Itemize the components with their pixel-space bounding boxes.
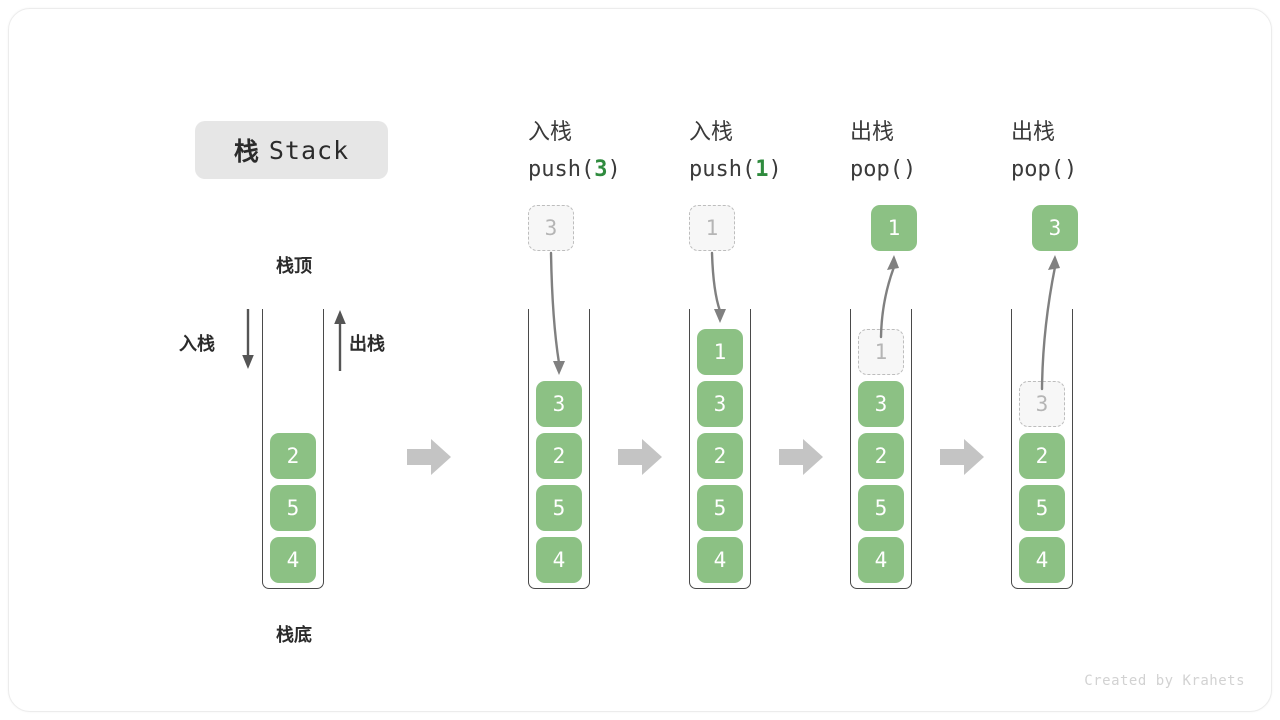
stack-cell: 1 (697, 329, 743, 375)
watermark: Created by Krahets (1084, 673, 1245, 689)
pop-direction-arrow-icon (334, 310, 346, 371)
stack-cell: 4 (697, 537, 743, 583)
step-header-cn: 入栈 (528, 119, 573, 144)
stack-cell: 2 (536, 433, 582, 479)
pop-direction-label: 出栈 (349, 334, 385, 354)
step-header-code: push(1) (689, 157, 782, 182)
stack-cell: 4 (270, 537, 316, 583)
step-header-code: pop() (850, 157, 917, 182)
push-direction-arrow-icon (242, 309, 254, 369)
motion-arrow-icon-push-1 (710, 251, 726, 323)
stack-cell: 3 (858, 381, 904, 427)
stack-container-push-3 (528, 309, 590, 589)
floating-value-push-1: 1 (689, 205, 735, 251)
stack-container-initial (262, 309, 324, 589)
step-header-cn: 出栈 (1011, 119, 1056, 144)
stack-cell: 5 (270, 485, 316, 531)
stack-bottom-label: 栈底 (276, 625, 312, 645)
step-header-code: pop() (1011, 157, 1078, 182)
stack-cell: 5 (858, 485, 904, 531)
stack-cell: 4 (858, 537, 904, 583)
push-direction-label: 入栈 (179, 334, 215, 354)
step-header-arg: 3 (594, 157, 608, 182)
stack-cell: 2 (1019, 433, 1065, 479)
transition-arrow-icon-2 (618, 439, 662, 475)
title-cn: 栈 (233, 138, 259, 166)
motion-arrow-icon-pop-1 (879, 255, 899, 339)
stack-cell: 4 (1019, 537, 1065, 583)
floating-value-pop-1: 1 (871, 205, 917, 251)
step-header-code: push(3) (528, 157, 621, 182)
stack-cell: 2 (270, 433, 316, 479)
stack-container-pop-3 (1011, 309, 1073, 589)
stack-cell: 4 (536, 537, 582, 583)
step-header-cn: 出栈 (850, 119, 895, 144)
stack-cell: 3 (536, 381, 582, 427)
motion-arrow-icon-push-3 (549, 251, 565, 375)
stack-cell: 2 (697, 433, 743, 479)
transition-arrow-icon-4 (940, 439, 984, 475)
transition-arrow-icon-1 (407, 439, 451, 475)
stack-cell: 5 (536, 485, 582, 531)
step-header-pop-3: 出栈 pop() (1011, 113, 1077, 189)
step-header-pop-1: 出栈 pop() (850, 113, 916, 189)
step-header-push-1: 入栈 push(1) (689, 113, 782, 189)
stack-top-label: 栈顶 (276, 256, 312, 276)
transition-arrow-icon-3 (779, 439, 823, 475)
step-header-cn: 入栈 (689, 119, 734, 144)
stack-container-pop-1 (850, 309, 912, 589)
stack-container-push-1 (689, 309, 751, 589)
stack-cell: 3 (697, 381, 743, 427)
stack-cell: 5 (1019, 485, 1065, 531)
diagram-title-badge: 栈 Stack (195, 121, 388, 179)
step-header-push-3: 入栈 push(3) (528, 113, 621, 189)
stack-cell: 5 (697, 485, 743, 531)
title-en: Stack (268, 135, 350, 165)
floating-value-push-3: 3 (528, 205, 574, 251)
motion-arrow-icon-pop-3 (1040, 255, 1060, 391)
floating-value-pop-3: 3 (1032, 205, 1078, 251)
step-header-arg: 1 (755, 157, 769, 182)
stack-cell: 2 (858, 433, 904, 479)
